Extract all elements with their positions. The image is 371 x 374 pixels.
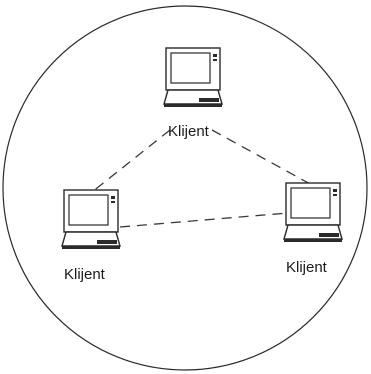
laptop-icon <box>163 47 223 108</box>
client-label-right: Klijent <box>286 259 328 276</box>
link-left-right <box>119 212 289 228</box>
client-label-top: Klijent <box>168 123 210 140</box>
laptop-icon <box>61 189 121 250</box>
link-top-left <box>91 129 171 193</box>
network-boundary-circle <box>2 5 368 371</box>
client-label-left: Klijent <box>64 266 106 283</box>
link-top-right <box>211 129 313 186</box>
laptop-icon <box>283 182 343 243</box>
